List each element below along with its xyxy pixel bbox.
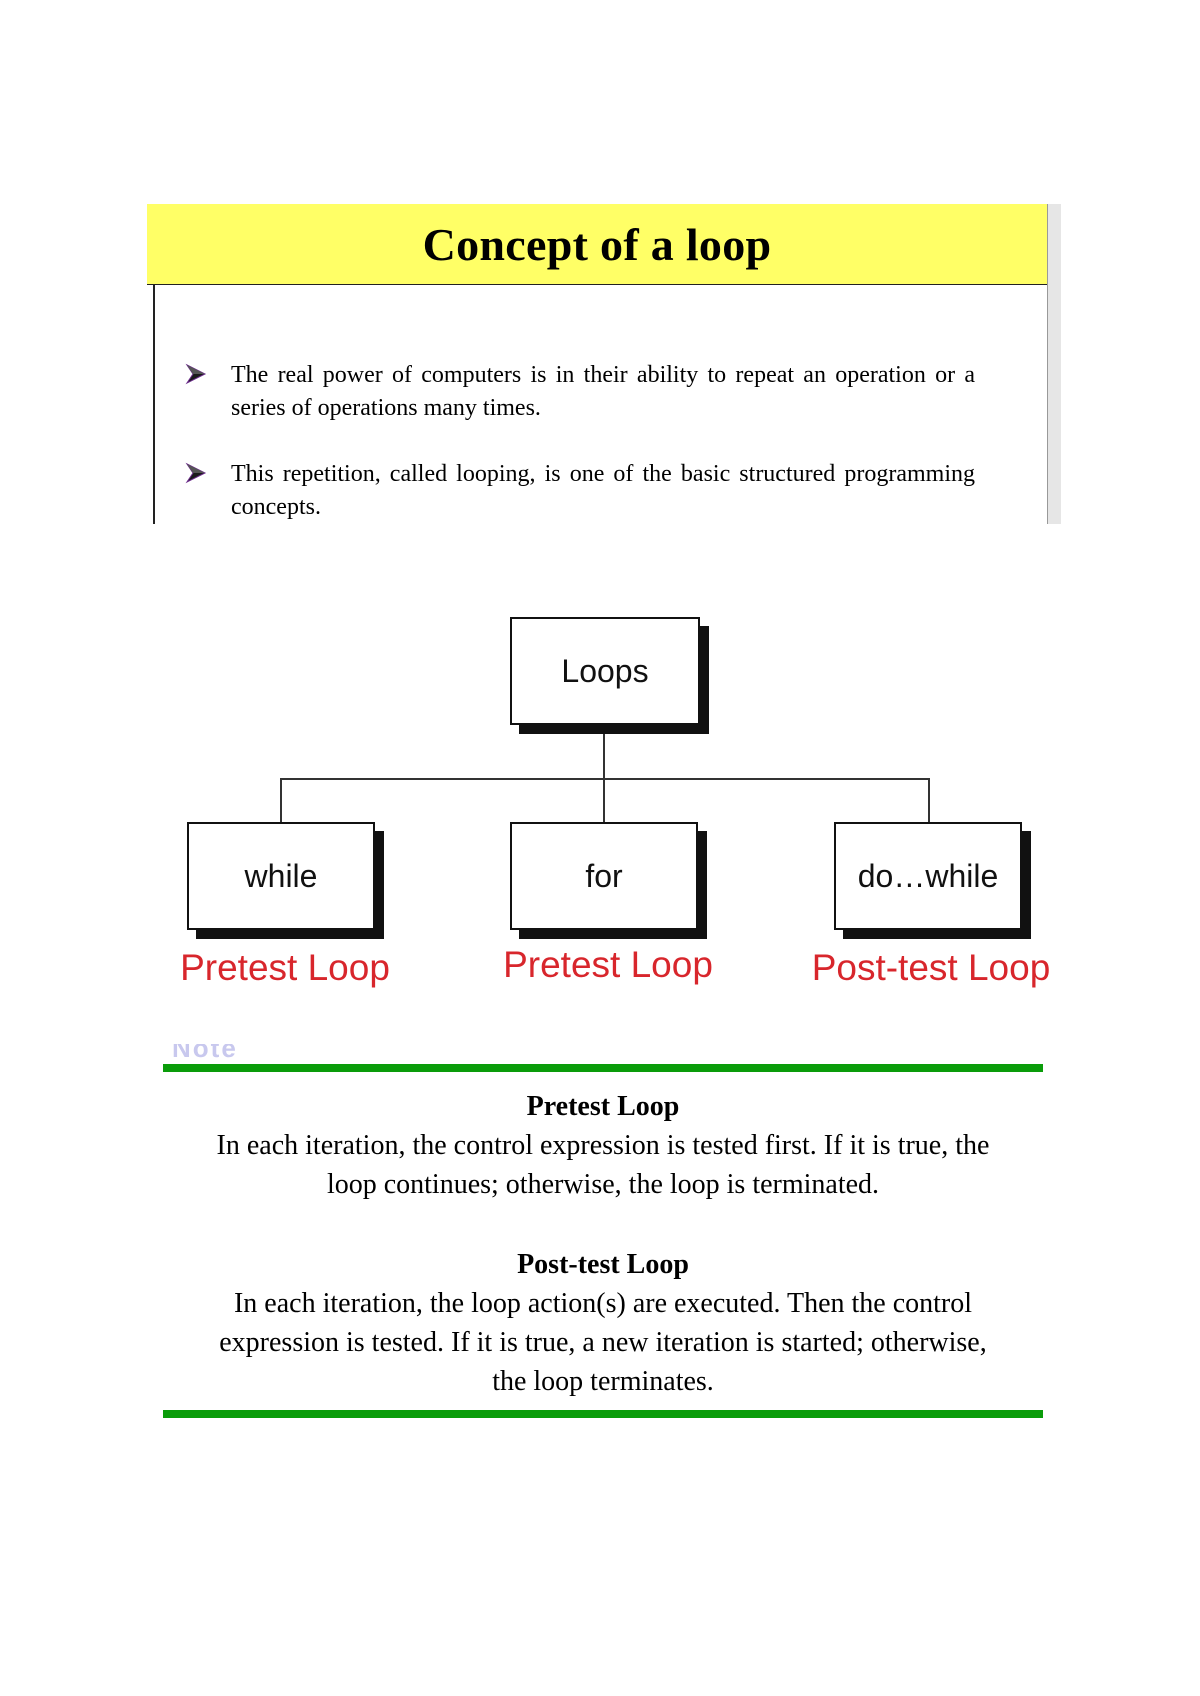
arrow-bullet-icon xyxy=(185,462,207,484)
bullet-text: This repetition, called looping, is one … xyxy=(231,461,975,520)
definition-text: In each iteration, the control expressio… xyxy=(216,1130,990,1200)
loops-root-label: Loops xyxy=(561,652,649,689)
arrow-bullet-icon xyxy=(185,363,207,385)
do-while-kind-label: Post-test Loop xyxy=(811,947,1051,988)
definition-title: Post-test Loop xyxy=(517,1249,689,1280)
do-while-box: do…while xyxy=(834,822,1022,930)
definition-text: In each iteration, the loop action(s) ar… xyxy=(219,1288,987,1397)
slide-left-border xyxy=(153,284,155,524)
top-green-rule xyxy=(163,1064,1043,1072)
while-label: while xyxy=(244,857,318,894)
connector-horizontal xyxy=(280,778,930,780)
for-kind-label: Pretest Loop xyxy=(503,944,713,985)
connector-dowhile xyxy=(928,778,930,822)
definition-block: Post-test Loop In each iteration, the lo… xyxy=(163,1246,1043,1401)
bullet-item: This repetition, called looping, is one … xyxy=(185,458,975,524)
faint-watermark-fragment: Note xyxy=(172,1044,238,1058)
connector-while xyxy=(280,778,282,822)
loops-root-box: Loops xyxy=(510,617,700,725)
while-kind-label: Pretest Loop xyxy=(180,947,390,988)
slide-title: Concept of a loop xyxy=(422,218,772,270)
bullet-text: The real power of computers is in their … xyxy=(231,362,975,421)
slide-title-bar: Concept of a loop xyxy=(147,204,1048,285)
definition-title: Pretest Loop xyxy=(526,1091,680,1122)
for-label: for xyxy=(585,857,623,894)
do-while-label: do…while xyxy=(857,857,999,894)
definition-block: Pretest Loop In each iteration, the cont… xyxy=(163,1088,1043,1204)
bullet-list: The real power of computers is in their … xyxy=(185,359,975,557)
bullet-item: The real power of computers is in their … xyxy=(185,359,975,425)
bottom-green-rule xyxy=(163,1410,1043,1418)
slide-panel: Concept of a loop The real power of comp… xyxy=(147,204,1061,524)
definitions: Pretest Loop In each iteration, the cont… xyxy=(163,1088,1043,1443)
while-box: while xyxy=(187,822,375,930)
slide-right-shadow xyxy=(1047,204,1061,524)
for-box: for xyxy=(510,822,698,930)
